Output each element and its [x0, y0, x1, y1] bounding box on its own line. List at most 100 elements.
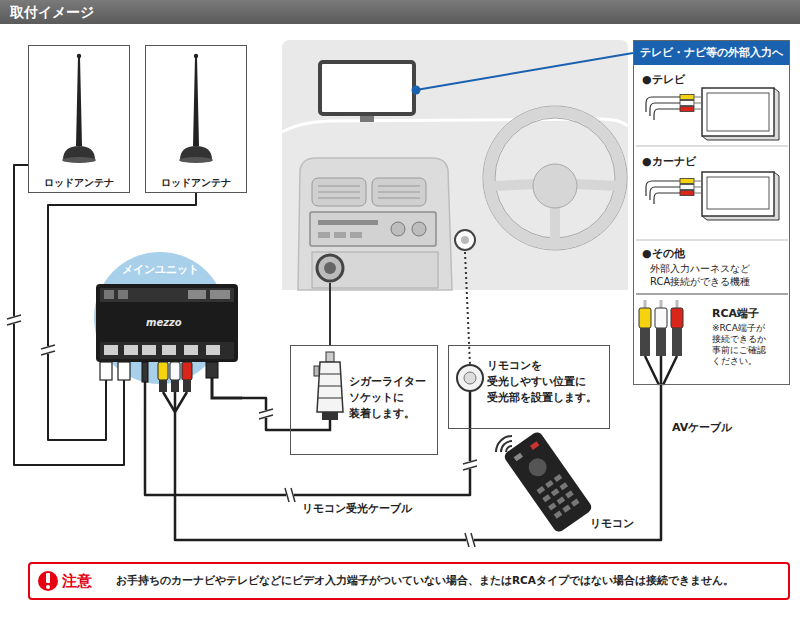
unit-indicator [118, 290, 128, 299]
steering-hub [533, 164, 577, 208]
break-gap [259, 410, 273, 418]
antenna-foot [179, 157, 213, 163]
unit-indicator [188, 290, 206, 299]
antenna-tip [77, 54, 81, 58]
break-gap [466, 533, 474, 547]
antenna-box: ロッドアンテナ [28, 45, 130, 193]
section-divider [636, 240, 788, 241]
break-lines [7, 315, 21, 325]
rca-plug-body [183, 380, 191, 392]
remote-button [530, 441, 539, 450]
antenna-label: ロッドアンテナ [29, 176, 129, 190]
break-lines [285, 488, 295, 502]
remote-button [565, 490, 574, 498]
dashboard-illustration [282, 40, 628, 290]
rca-plug-body [171, 380, 179, 392]
rca-head-white [655, 308, 667, 328]
remote-button [557, 496, 566, 504]
device-heading: ●カーナビ [642, 154, 696, 169]
part-name: リモコン [590, 516, 634, 531]
car-stereo [310, 212, 436, 246]
cigar-plug-illustration [290, 352, 343, 430]
cigar-socket-hole [324, 262, 336, 274]
cable-connector [242, 398, 290, 430]
cable-label: リモコン受光ケーブル [300, 501, 414, 516]
warning-mark-bar [46, 573, 50, 583]
rca-pins [694, 97, 701, 109]
rca-pin [676, 300, 679, 308]
remote-button [554, 511, 563, 519]
antenna-label: ロッドアンテナ [146, 176, 246, 190]
warning-icon [38, 571, 58, 591]
section-divider [636, 146, 788, 147]
remote-button [545, 480, 554, 488]
plug-grip [318, 374, 342, 398]
tv-screen [707, 93, 769, 131]
remote-button [548, 502, 557, 510]
stereo-button [334, 232, 346, 238]
cable-connector [145, 412, 470, 495]
remote-body [502, 430, 593, 534]
device-heading: ●テレビ [642, 72, 685, 87]
rca-plug-red [680, 191, 694, 196]
break-lines [463, 460, 477, 470]
unit-top-plate [100, 288, 234, 302]
stereo-knob [391, 222, 405, 236]
plug-tail [322, 412, 338, 420]
break-gap [7, 316, 21, 324]
antenna-plug-cable [123, 380, 125, 412]
callout-text: シガーライター ソケットに 装着します。 [349, 374, 426, 422]
main-unit-circle: メインユニット [92, 250, 242, 412]
power-cable [212, 376, 242, 398]
external-input-illustration [636, 88, 788, 385]
section-divider [636, 293, 788, 295]
antenna-box: ロッドアンテナ [145, 45, 247, 193]
remote-button [551, 488, 560, 496]
cable-break [463, 460, 477, 470]
remote-receiver [457, 365, 483, 391]
stereo-knob [412, 222, 426, 236]
nav-frame [702, 172, 774, 216]
rca-plug-yellow [680, 179, 694, 184]
stereo-button [350, 232, 362, 238]
rca-pin [660, 300, 663, 308]
rca-cable [163, 392, 175, 412]
cable-break [285, 488, 295, 502]
warning-mark-dot [46, 585, 50, 589]
rca-plug [182, 362, 192, 380]
title-text: 取付イメージ [0, 0, 800, 24]
rca-heading: RCA端子 [712, 306, 759, 321]
break-lines [259, 409, 273, 419]
rca-plug [158, 362, 168, 380]
cable-connector [175, 385, 661, 540]
rca-cables [645, 356, 677, 385]
monitor [320, 62, 414, 114]
rca-plug-white [680, 101, 694, 106]
remote-button [559, 482, 568, 490]
unit-indicator [104, 290, 114, 299]
unit-port [206, 345, 220, 355]
panel-heading: テレビ・ナビ等の外部入力へ [634, 41, 789, 65]
brand-logo: mezzo [146, 317, 182, 328]
rca-pin [644, 300, 647, 308]
mini-plug-cable [144, 380, 147, 412]
remote-control [502, 430, 593, 534]
unit-indicator [210, 290, 230, 299]
rca-plug-yellow [680, 95, 694, 100]
external-input-panel: テレビ・ナビ等の外部入力へ●テレビ●カーナビ●その他外部入力ハーネスなど RCA… [633, 40, 790, 385]
tv-cables [646, 97, 680, 120]
device-heading: ●その他 [642, 246, 685, 261]
lower-panel [312, 252, 438, 288]
tv-depth [702, 88, 779, 140]
rca-note: ※RCA端子が 接続できるか 事前にご確認 ください。 [712, 323, 766, 367]
remote-pad [525, 455, 550, 480]
center-console [298, 158, 452, 290]
dash-receiver [455, 230, 475, 250]
cable-label: AVケーブル [670, 420, 734, 435]
steering-wheel-outer [483, 106, 627, 250]
rca-cable [175, 392, 187, 412]
remote-button [571, 499, 580, 507]
cable-break [7, 315, 21, 325]
remote-control-illustration [496, 430, 594, 534]
